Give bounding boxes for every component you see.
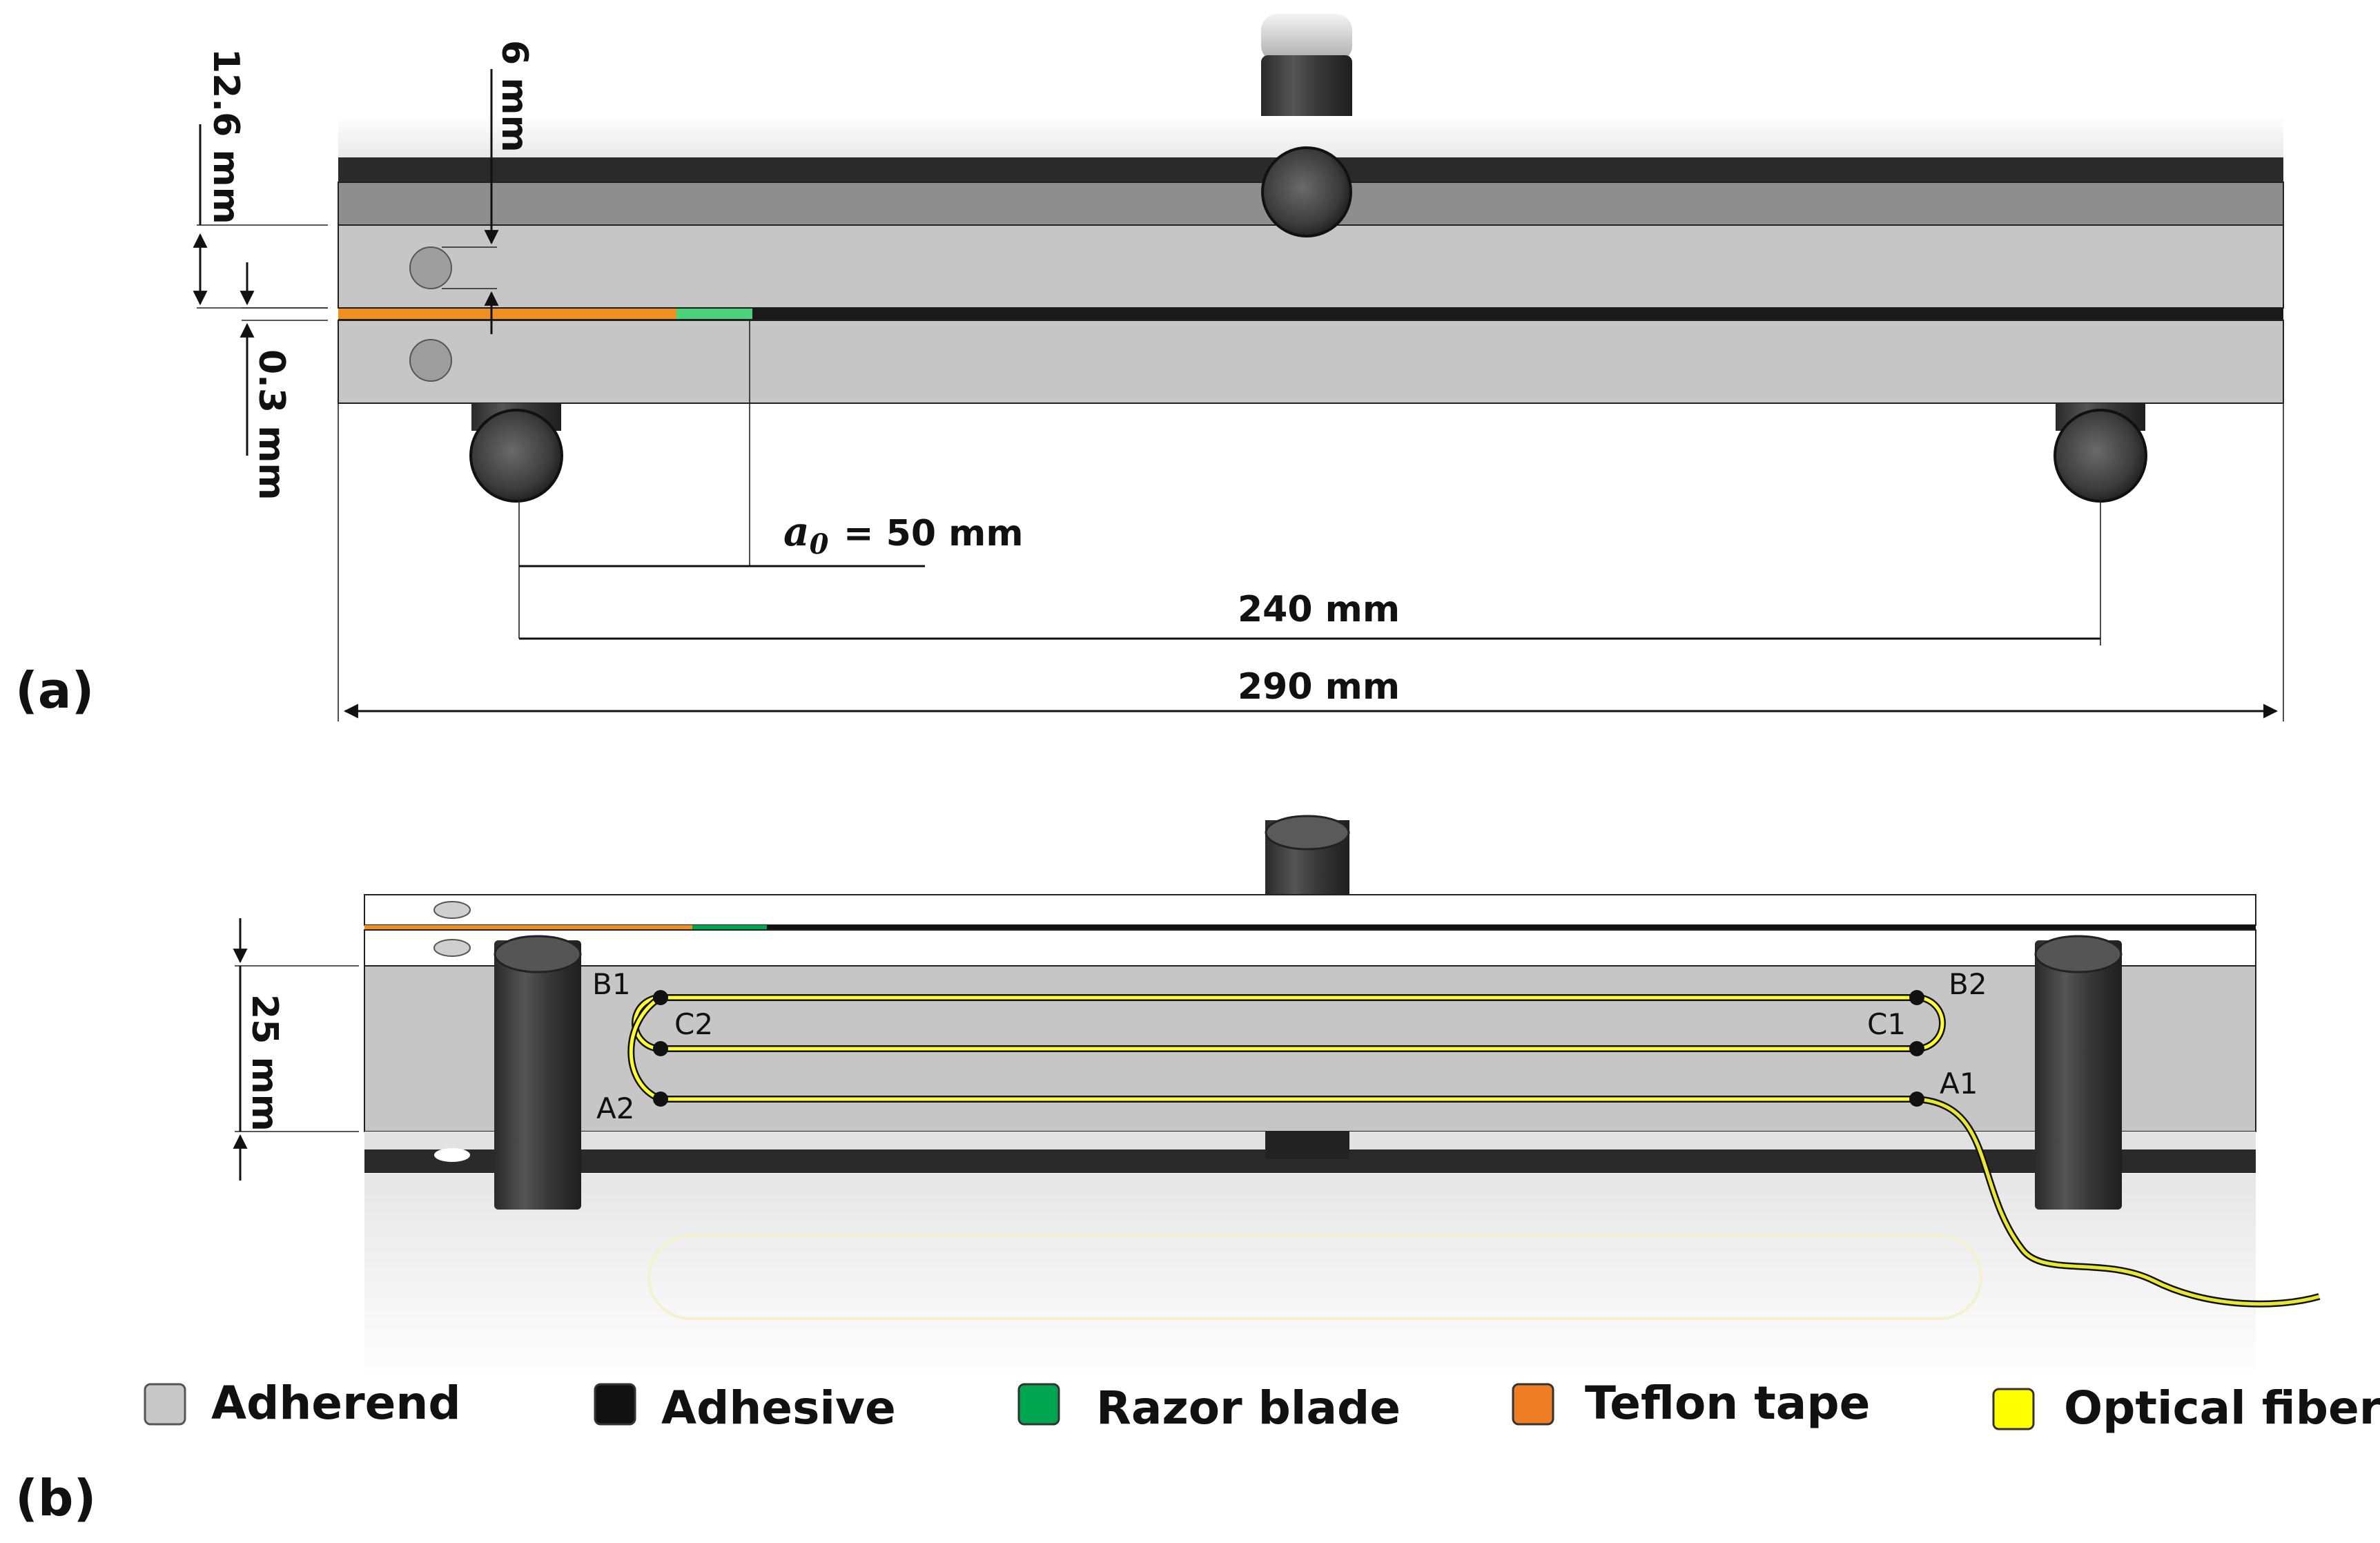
legend-swatch-adhesive [594, 1383, 636, 1426]
legend-swatch-fiber [1992, 1388, 2035, 1430]
dim-total-height-label: 12.6 mm [205, 48, 246, 224]
legend-label-adherend: Adherend [211, 1377, 461, 1430]
top-loading-pin-b [1265, 815, 1350, 896]
hole-bottom-b [433, 939, 471, 957]
top-pin-cap [1261, 146, 1352, 237]
dim-span-label: 240 mm [1238, 589, 1400, 630]
load-hole-upper [409, 246, 452, 289]
teflon-edge-b [364, 925, 692, 930]
point-a1-label: A1 [1940, 1067, 1978, 1100]
point-a2-label: A2 [596, 1091, 634, 1125]
adhesive-layer [338, 308, 2283, 320]
legend-label-fiber: Optical fiber [2064, 1381, 2380, 1435]
legend-swatch-teflon [1512, 1383, 1554, 1426]
upper-adherend [338, 224, 2284, 309]
point-a2 [653, 1091, 668, 1107]
legend-swatch-razor [1017, 1383, 1060, 1426]
specimen-top-surface [364, 894, 2256, 926]
point-b2-label: B2 [1949, 967, 1987, 1001]
dim-span: 240 mm [519, 497, 2101, 646]
point-c2-label: C2 [674, 1007, 713, 1041]
panel-a: 12.6 mm 6 mm 0.3 mm a0 = 50 mm [15, 14, 2284, 721]
legend-label-razor: Razor blade [1096, 1381, 1401, 1435]
load-hole-lower [409, 339, 452, 382]
dim-hole-spacing: 6 mm [442, 40, 535, 334]
sensor-points: B1 C2 A2 B2 C1 A1 [592, 967, 1987, 1125]
razor-edge-b [692, 925, 767, 930]
legend-label-teflon: Teflon tape [1585, 1377, 1870, 1430]
point-c2 [653, 1041, 668, 1056]
adhesive-edge-b [364, 925, 2256, 930]
panel-b: B1 C2 A2 B2 C1 A1 25 mm Adherend Adhesiv… [15, 815, 2380, 1527]
right-pin-b [2034, 935, 2123, 1210]
center-pin-stub [1265, 1132, 1349, 1159]
dim-hole-spacing-label: 6 mm [494, 40, 535, 153]
point-b2 [1909, 990, 1924, 1005]
crack-length-symbol: a0 [783, 508, 829, 561]
left-support-pin [469, 403, 563, 503]
lower-top-surface [364, 929, 2256, 967]
dim-total-height: 12.6 mm [193, 48, 328, 309]
dim-adhesive-thickness: 0.3 mm [240, 262, 328, 501]
dim-initial-crack-label: = 50 mm [843, 513, 1024, 554]
panel-a-label: (a) [15, 661, 94, 719]
panel-b-label: (b) [15, 1469, 96, 1527]
optical-fiber [627, 994, 2321, 1308]
legend-label-adhesive: Adhesive [661, 1381, 896, 1435]
reflection-fiber-loop [647, 1234, 1982, 1320]
point-b1 [653, 990, 668, 1005]
hole-bottom-face [434, 1148, 470, 1162]
dim-width: 25 mm [233, 918, 359, 1181]
legend-swatch-adherend [144, 1383, 186, 1426]
dim-length-label: 290 mm [1238, 666, 1400, 708]
hole-top-b [433, 901, 471, 919]
dim-length: 290 mm [338, 403, 2284, 721]
point-c1 [1909, 1041, 1924, 1056]
right-support-pin [2054, 403, 2147, 503]
lower-adherend [338, 320, 2284, 404]
razor-blade [676, 309, 752, 319]
dim-adhesive-thickness-label: 0.3 mm [251, 349, 292, 501]
floor-reflection [364, 1174, 2256, 1381]
teflon-tape [338, 309, 676, 319]
dim-initial-crack: a0 = 50 mm [518, 319, 1024, 639]
left-pin-b [494, 935, 582, 1210]
legend: Adherend Adhesive Razor blade Teflon tap… [144, 1377, 2380, 1435]
point-a1 [1909, 1091, 1924, 1107]
point-c1-label: C1 [1867, 1007, 1906, 1041]
dim-width-label: 25 mm [244, 994, 285, 1132]
point-b1-label: B1 [592, 967, 631, 1001]
